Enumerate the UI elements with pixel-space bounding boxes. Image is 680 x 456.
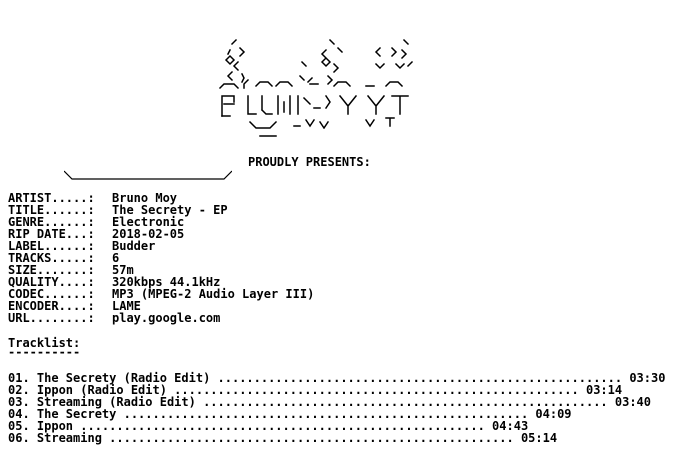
info-value: 57m — [112, 263, 134, 277]
info-row-encoder: ENCODER....: LAME — [8, 300, 314, 312]
info-row-genre: GENRE......: Electronic — [8, 216, 314, 228]
info-row-label: LABEL......: Budder — [8, 240, 314, 252]
info-value: LAME — [112, 299, 141, 313]
track-row: 04. The Secrety ........................… — [8, 407, 572, 421]
info-key: GENRE......: — [8, 215, 95, 229]
info-key: ENCODER....: — [8, 299, 95, 313]
presents-heading: PROUDLY PRESENTS: — [248, 155, 371, 169]
info-row-artist: ARTIST.....: Bruno Moy — [8, 192, 314, 204]
info-key: URL........: — [8, 311, 95, 325]
info-row-quality: QUALITY....: 320kbps 44.1kHz — [8, 276, 314, 288]
info-value: 2018-02-05 — [112, 227, 185, 241]
track-row: 05. Ippon ..............................… — [8, 419, 529, 433]
info-key: TRACKS.....: — [8, 251, 95, 265]
info-key: SIZE.......: — [8, 263, 95, 277]
track-row: 02. Ippon (Radio Edit) .................… — [8, 383, 623, 397]
presents-underline — [64, 170, 232, 180]
info-value: play.google.com — [112, 311, 221, 325]
info-value: 320kbps 44.1kHz — [112, 275, 221, 289]
info-row-tracks: TRACKS.....: 6 — [8, 252, 314, 264]
info-row-url: URL........: play.google.com — [8, 312, 314, 324]
track-list: 01. The Secrety (Radio Edit) ...........… — [8, 372, 665, 444]
info-value: Bruno Moy — [112, 191, 178, 205]
info-value: The Secrety - EP — [112, 203, 228, 217]
info-value: Budder — [112, 239, 156, 253]
track-row: 01. The Secrety (Radio Edit) ...........… — [8, 371, 666, 385]
info-key: RIP DATE...: — [8, 227, 95, 241]
info-value: MP3 (MPEG-2 Audio Layer III) — [112, 287, 315, 301]
info-value: 6 — [112, 251, 120, 265]
info-row-rip-date: RIP DATE...: 2018-02-05 — [8, 228, 314, 240]
info-row-codec: CODEC......: MP3 (MPEG-2 Audio Layer III… — [8, 288, 314, 300]
tracklist-heading: Tracklist: — [8, 336, 81, 350]
info-row-size: SIZE.......: 57m — [8, 264, 314, 276]
info-row-title: TITLE......: The Secrety - EP — [8, 204, 314, 216]
tracklist-rule: ---------- — [8, 345, 81, 359]
track-row: 06. Streaming ..........................… — [8, 431, 558, 445]
info-key: LABEL......: — [8, 239, 95, 253]
info-key: TITLE......: — [8, 203, 95, 217]
track-row: 03. Streaming (Radio Edit) .............… — [8, 395, 651, 409]
info-key: CODEC......: — [8, 287, 95, 301]
info-key: ARTIST.....: — [8, 191, 95, 205]
ascii-art-logo — [218, 38, 414, 137]
release-info: ARTIST.....: Bruno Moy TITLE......: The … — [8, 192, 314, 324]
info-value: Electronic — [112, 215, 185, 229]
info-key: QUALITY....: — [8, 275, 95, 289]
